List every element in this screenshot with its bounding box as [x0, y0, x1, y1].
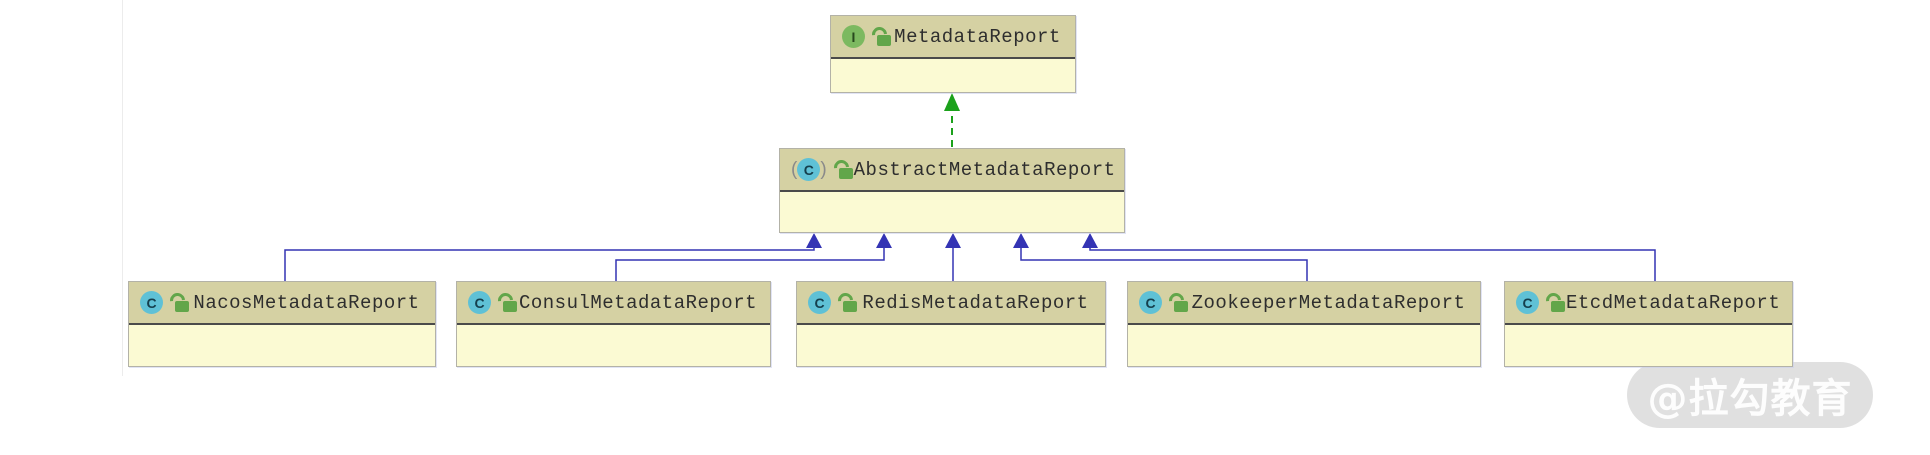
extends-arrowhead-icon [1013, 233, 1029, 248]
node-body [780, 192, 1124, 232]
node-title: AbstractMetadataReport [853, 158, 1116, 181]
watermark-badge: @拉勾教育 [1627, 362, 1873, 428]
implements-arrowhead-icon [944, 93, 960, 111]
class-icon: C [808, 291, 831, 314]
node-header: C ZookeeperMetadataReport [1128, 282, 1480, 325]
abstract-paren-close: ) [820, 159, 827, 180]
interface-node-metadatareport[interactable]: I MetadataReport [830, 15, 1076, 93]
implements-edge-abstract-to-metadatareport [944, 93, 960, 147]
unlocked-icon [833, 159, 854, 181]
node-header: C ConsulMetadataReport [457, 282, 770, 325]
panel-divider-line [122, 0, 123, 376]
node-body [831, 59, 1075, 92]
class-node-consulmetadatareport[interactable]: C ConsulMetadataReport [456, 281, 771, 367]
class-node-redismetadatareport[interactable]: C RedisMetadataReport [796, 281, 1106, 367]
class-icon: C [797, 158, 821, 181]
class-icon: C [140, 291, 163, 314]
node-title: EtcdMetadataReport [1566, 291, 1781, 314]
extends-arrowhead-icon [945, 233, 961, 248]
node-header: C EtcdMetadataReport [1505, 282, 1792, 325]
extends-arrowhead-icon [806, 233, 822, 248]
extends-edge-nacos [284, 233, 822, 281]
unlocked-icon [1168, 292, 1189, 314]
extends-edge-etcd [1082, 233, 1656, 281]
abstract-paren-open: ( [791, 159, 798, 180]
unlocked-icon [169, 292, 190, 314]
unlocked-icon [871, 26, 892, 48]
class-node-abstractmetadatareport[interactable]: ( C ) AbstractMetadataReport [779, 148, 1125, 233]
node-title: NacosMetadataReport [193, 291, 420, 314]
abstract-class-icon: ( C ) [791, 158, 827, 181]
class-node-etcdmetadatareport[interactable]: C EtcdMetadataReport [1504, 281, 1793, 367]
node-header: I MetadataReport [831, 16, 1075, 59]
extends-arrowhead-icon [1082, 233, 1098, 248]
unlocked-icon [837, 292, 858, 314]
node-body [1505, 325, 1792, 366]
node-body [1128, 325, 1480, 366]
interface-icon: I [842, 25, 865, 48]
class-icon: C [468, 291, 491, 314]
node-body [129, 325, 435, 366]
node-title: MetadataReport [894, 25, 1061, 48]
class-icon: C [1139, 291, 1162, 314]
node-title: ZookeeperMetadataReport [1191, 291, 1466, 314]
extends-edge-zookeeper [1013, 233, 1308, 281]
node-title: ConsulMetadataReport [518, 291, 758, 314]
class-icon: C [1516, 291, 1539, 314]
node-title: RedisMetadataReport [862, 291, 1089, 314]
extends-arrowhead-icon [876, 233, 892, 248]
node-body [797, 325, 1105, 366]
class-node-nacosmetadatareport[interactable]: C NacosMetadataReport [128, 281, 436, 367]
class-node-zookeepermetadatareport[interactable]: C ZookeeperMetadataReport [1127, 281, 1481, 367]
extends-edge-redis [945, 233, 961, 281]
node-body [457, 325, 770, 366]
node-header: C RedisMetadataReport [797, 282, 1105, 325]
extends-edge-consul [615, 233, 892, 281]
node-header: ( C ) AbstractMetadataReport [780, 149, 1124, 192]
node-header: C NacosMetadataReport [129, 282, 435, 325]
unlocked-icon [497, 292, 518, 314]
unlocked-icon [1545, 292, 1566, 314]
